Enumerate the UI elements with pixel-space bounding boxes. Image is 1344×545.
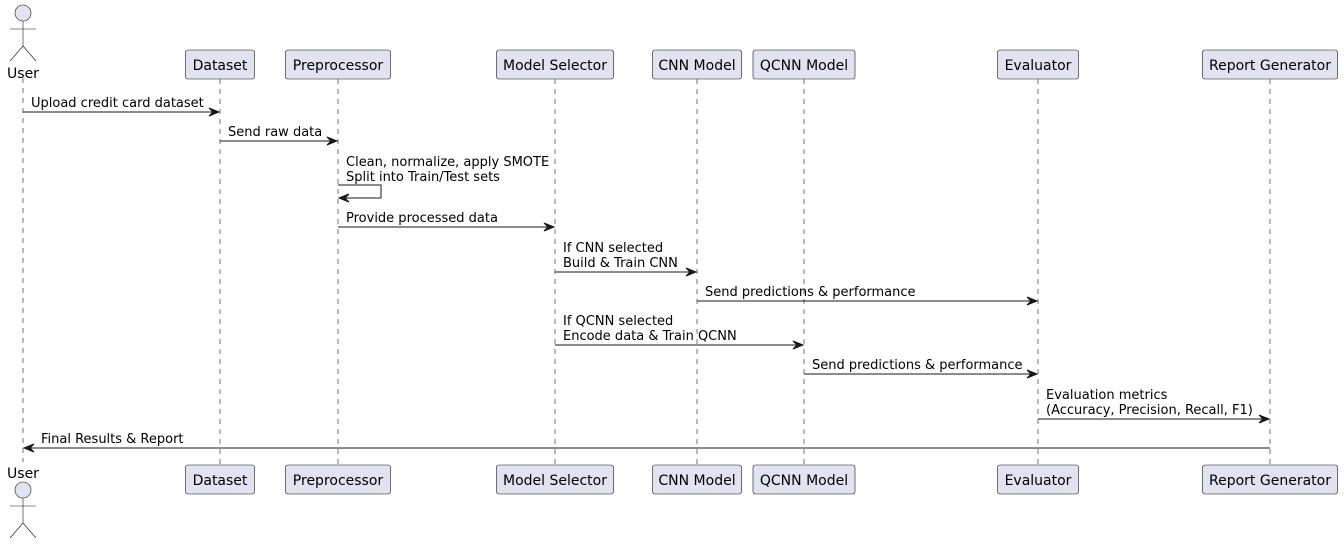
- actor-leg-left-bottom: [9, 522, 24, 539]
- participant-box-report-generator-bottom: [1202, 464, 1338, 495]
- actor-leg-right-top: [22, 45, 37, 62]
- participant-box-qcnn-model-bottom: [752, 464, 856, 495]
- message-label-9-line-2: (Accuracy, Precision, Recall, F1): [1046, 403, 1253, 418]
- participant-label-evaluator-top: Evaluator: [1005, 58, 1072, 74]
- participant-label-qcnn-model-top: QCNN Model: [760, 58, 848, 74]
- message-label-8-line-1: Send predictions & performance: [812, 358, 1023, 373]
- participant-box-preprocessor-bottom: [285, 464, 391, 495]
- actor-head-bottom: [14, 481, 32, 499]
- participant-label-preprocessor-top: Preprocessor: [293, 58, 384, 74]
- message-label-4-line-1: Provide processed data: [346, 211, 498, 226]
- message-label-10-line-1: Final Results & Report: [41, 432, 184, 447]
- message-label-3-line-2: Split into Train/Test sets: [346, 170, 500, 185]
- participant-box-dataset-top: [185, 49, 255, 80]
- message-arrowhead-1: [208, 107, 221, 117]
- message-label-5-line-2: Build & Train CNN: [563, 256, 678, 271]
- participant-label-cnn-model-bottom: CNN Model: [658, 473, 735, 489]
- participant-label-report-generator-bottom: Report Generator: [1209, 473, 1331, 489]
- participant-box-qcnn-model-top: [752, 49, 856, 80]
- participant-box-model-selector-top: [496, 49, 614, 80]
- message-arrowhead-7: [792, 340, 805, 350]
- participant-label-qcnn-model-bottom: QCNN Model: [760, 473, 848, 489]
- participant-label-preprocessor-bottom: Preprocessor: [293, 473, 384, 489]
- message-arrowhead-10: [22, 443, 35, 453]
- participant-box-dataset-bottom: [185, 464, 255, 495]
- message-label-9-line-1: Evaluation metrics: [1046, 388, 1168, 403]
- actor-label-bottom: User: [7, 466, 39, 482]
- message-label-3-line-1: Clean, normalize, apply SMOTE: [346, 155, 549, 170]
- participant-label-model-selector-bottom: Model Selector: [503, 473, 607, 489]
- participant-box-evaluator-top: [997, 49, 1079, 80]
- message-label-1-line-1: Upload credit card dataset: [31, 96, 204, 111]
- message-arrowhead-9: [1258, 414, 1271, 424]
- participant-label-cnn-model-top: CNN Model: [658, 58, 735, 74]
- participant-box-cnn-model-bottom: [652, 464, 742, 495]
- message-label-7-line-1: If QCNN selected: [563, 314, 673, 329]
- message-arrowhead-6: [1026, 296, 1039, 306]
- message-arrowhead-4: [543, 222, 556, 232]
- participant-box-model-selector-bottom: [496, 464, 614, 495]
- participant-box-evaluator-bottom: [997, 464, 1079, 495]
- actor-head-top: [14, 4, 32, 22]
- actor-label-top: User: [7, 66, 39, 82]
- participant-label-evaluator-bottom: Evaluator: [1005, 473, 1072, 489]
- actor-leg-left-top: [9, 45, 24, 62]
- message-arrowhead-2: [326, 136, 339, 146]
- message-arrowhead-3: [337, 193, 350, 203]
- message-label-5-line-1: If CNN selected: [563, 241, 663, 256]
- message-arrowhead-5: [685, 267, 698, 277]
- message-label-7-line-2: Encode data & Train QCNN: [563, 329, 737, 344]
- participant-label-report-generator-top: Report Generator: [1209, 58, 1331, 74]
- message-arrowhead-8: [1026, 369, 1039, 379]
- participant-label-model-selector-top: Model Selector: [503, 58, 607, 74]
- participant-label-dataset-top: Dataset: [193, 58, 248, 74]
- participant-label-dataset-bottom: Dataset: [193, 473, 248, 489]
- message-label-6-line-1: Send predictions & performance: [705, 285, 916, 300]
- participant-box-report-generator-top: [1202, 49, 1338, 80]
- participant-box-cnn-model-top: [652, 49, 742, 80]
- message-arrow-3: [338, 184, 382, 199]
- participant-box-preprocessor-top: [285, 49, 391, 80]
- actor-leg-right-bottom: [22, 522, 37, 539]
- message-label-2-line-1: Send raw data: [228, 125, 322, 140]
